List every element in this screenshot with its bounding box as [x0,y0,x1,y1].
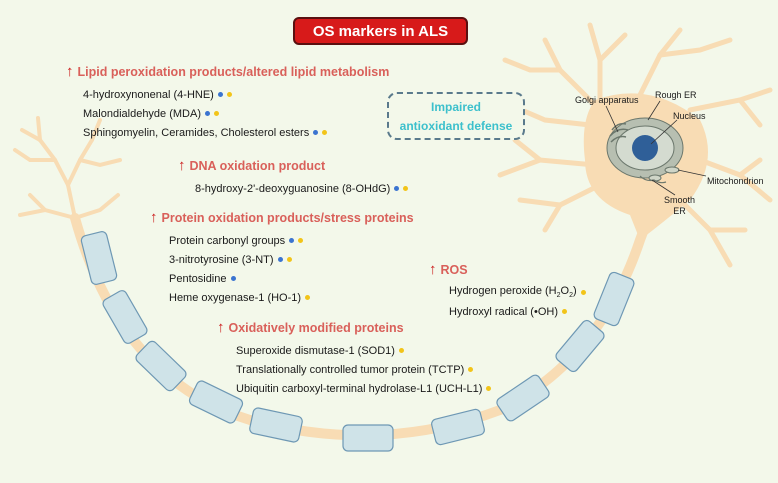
leader-lines [605,100,707,196]
title: OS markers in ALS [312,22,449,40]
list-item: 3-nitrotyrosine (3-NT) [169,250,414,269]
yellow-dot-icon [561,309,567,314]
myelin-segment [80,231,118,285]
yellow-dot-icon [398,348,404,353]
list-item: Hydrogen peroxide (H2O2) [449,283,586,302]
smooth-er-line-1: Smooth [664,195,696,205]
smooth-er-label: Smooth ER [664,195,695,217]
item-text: 3-nitrotyrosine (3-NT) [169,253,274,266]
title-banner: OS markers in ALS [293,17,468,45]
yellow-dot-icon [322,130,328,135]
item-text: Translationally controlled tumor protein… [236,363,465,376]
myelin-segment [593,271,635,327]
up-arrow-icon: ↑ [150,209,158,226]
item-text: Heme oxygenase-1 (HO-1) [169,291,302,304]
myelin-segment [342,424,394,452]
list-item: Sphingomyelin, Ceramides, Cholesterol es… [83,123,389,142]
list-item: Translationally controlled tumor protein… [236,360,491,379]
list-item: Heme oxygenase-1 (HO-1) [169,288,414,307]
myelin-segment [135,340,187,392]
yellow-dot-icon [226,92,232,97]
yellow-dot-icon [486,386,492,391]
list-item: Protein carbonyl groups [169,231,414,250]
group-heading: ↑ROS [429,261,586,278]
rough-er-label: Rough ER [655,90,697,100]
right-dendrites [497,22,773,268]
smooth-er-shape [639,175,667,184]
yellow-dot-icon [214,111,219,116]
item-text: 4-hydroxynonenal (4-HNE) [83,88,214,101]
antioxidant-line-2: antioxidant defense [399,119,513,133]
up-arrow-icon: ↑ [429,261,437,278]
yellow-dot-icon [403,186,409,191]
myelin-segment [188,380,244,424]
list-item: Pentosidine [169,269,414,288]
mitochondrion-shape [664,166,680,174]
item-text: Hydroxyl radical (•OH) [449,305,558,318]
blue-dot-icon [289,238,295,243]
heading-text: ROS [440,262,468,277]
antioxidant-box: Impaired antioxidant defense [387,92,525,140]
myelin-segment [555,319,605,373]
group-ros: ↑ROS Hydrogen peroxide (H2O2) Hydroxyl r… [429,261,586,321]
antioxidant-line-1: Impaired [430,100,481,114]
item-text: Sphingomyelin, Ceramides, Cholesterol es… [83,126,310,139]
group-dna-oxidation: ↑DNA oxidation product 8-hydroxy-2'-deox… [178,157,409,198]
myelin-sheath [80,231,635,452]
group-oxidatively-modified-proteins: ↑Oxidatively modified proteins Superoxid… [217,319,492,398]
list-item: Ubiquitin carboxyl-terminal hydrolase-L1… [236,379,492,398]
heading-text: Lipid peroxidation products/altered lipi… [77,64,390,79]
item-text: 8-hydroxy-2'-deoxyguanosine (8-OHdG) [195,182,391,195]
heading-text: Oxidatively modified proteins [228,320,404,335]
item-text: Malondialdehyde (MDA) [83,107,201,120]
up-arrow-icon: ↑ [178,157,186,174]
heading-text: Protein oxidation products/stress protei… [161,210,414,225]
golgi-label: Golgi apparatus [575,95,639,105]
item-text: Hydrogen peroxide (H2O2) [449,285,577,300]
list-item: Superoxide dismutase-1 (SOD1) [236,341,491,360]
group-heading: ↑Oxidatively modified proteins [217,319,491,336]
blue-dot-icon [394,186,400,191]
item-text: Protein carbonyl groups [169,234,286,247]
myelin-segment [431,408,485,446]
blue-dot-icon [217,92,223,97]
myelin-segment [496,374,550,422]
list-item: 8-hydroxy-2'-deoxyguanosine (8-OHdG) [195,179,409,198]
nucleus-shape [632,135,658,161]
list-item: Hydroxyl radical (•OH) [449,302,586,321]
group-heading: ↑DNA oxidation product [178,157,408,174]
up-arrow-icon: ↑ [66,63,74,80]
yellow-dot-icon [305,295,311,300]
yellow-dot-icon [298,238,304,243]
golgi-shape [609,122,629,143]
list-item: Malondialdehyde (MDA) [83,104,389,123]
smooth-er-line-2: ER [673,206,686,216]
group-heading: ↑Lipid peroxidation products/altered lip… [66,63,389,80]
item-text: Ubiquitin carboxyl-terminal hydrolase-L1… [236,382,483,395]
blue-dot-icon [230,276,236,281]
up-arrow-icon: ↑ [217,319,225,336]
myelin-segment [102,290,148,344]
item-text: Superoxide dismutase-1 (SOD1) [236,344,395,357]
blue-dot-icon [313,130,319,135]
myelin-segment [249,407,303,443]
list-item: 4-hydroxynonenal (4-HNE) [83,85,389,104]
left-dendrites [13,116,122,220]
group-lipid-peroxidation: ↑Lipid peroxidation products/altered lip… [66,63,389,142]
nucleus-label: Nucleus [673,111,706,121]
yellow-dot-icon [580,290,586,295]
item-text: Pentosidine [169,272,227,285]
group-heading: ↑Protein oxidation products/stress prote… [150,209,414,226]
yellow-dot-icon [468,367,474,372]
blue-dot-icon [277,257,283,262]
blue-dot-icon [205,111,210,116]
mitochondrion-label: Mitochondrion [707,176,764,186]
group-protein-oxidation: ↑Protein oxidation products/stress prote… [150,209,414,307]
yellow-dot-icon [286,257,292,262]
heading-text: DNA oxidation product [189,158,326,173]
